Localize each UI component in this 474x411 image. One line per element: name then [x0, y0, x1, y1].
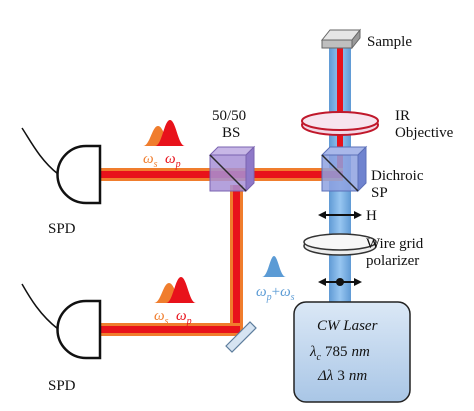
laser-bw-prefix: Δλ — [317, 368, 334, 384]
raman-pulses-top — [143, 120, 185, 146]
wire-grid-label-2: polarizer — [366, 253, 419, 269]
raman-beam-bottom-edge — [100, 323, 240, 326]
h-label: H — [366, 208, 377, 224]
sample-label: Sample — [367, 34, 412, 50]
raman-pulses-bottom — [154, 277, 196, 303]
pump-pulse — [262, 256, 286, 277]
bottom-omega-s: ωs — [154, 308, 169, 327]
laser-label-1: CW Laser — [317, 318, 378, 334]
objective-label-1: IR — [395, 108, 410, 124]
lambda-sub: c — [317, 352, 322, 363]
polarization-dot-arrow — [318, 278, 362, 286]
laser-wl-unit: nm — [351, 344, 370, 360]
top-omega-p: ωp — [165, 151, 181, 170]
raman-beam-bottom — [100, 326, 240, 333]
dichroic-label-2: SP — [371, 185, 388, 201]
sample — [320, 28, 362, 50]
spd-detector-bottom — [21, 283, 102, 360]
dichroic-sp — [320, 145, 368, 193]
pump-plus-stokes-label: ωp+ωs — [256, 284, 295, 303]
dichroic-label-1: Dichroic — [371, 168, 424, 184]
laser-bw-unit: nm — [349, 368, 368, 384]
wire-grid-polarizer — [303, 233, 377, 256]
bs-label-2: BS — [222, 125, 240, 141]
ir-objective — [301, 111, 379, 136]
raman-beam-vertical-edge — [230, 185, 233, 333]
raman-beam-vertical — [233, 185, 240, 333]
raman-beam-sample — [337, 44, 343, 174]
lambda-symbol: λ — [309, 344, 317, 360]
cw-laser — [293, 301, 411, 403]
beam-splitter — [208, 145, 256, 193]
laser-wl-value: 785 — [325, 344, 348, 360]
h-polarization-arrow — [318, 211, 362, 219]
fold-mirror — [225, 321, 257, 353]
spd-detector-top — [21, 127, 102, 205]
top-omega-s: ωs — [143, 151, 158, 170]
raman-beam-bottom-edge2 — [100, 333, 240, 336]
laser-bw-value: 3 — [337, 368, 345, 384]
wire-grid-label-1: Wire grid — [366, 236, 424, 252]
raman-beam-vertical-edge2 — [240, 185, 243, 333]
objective-label-2: Objective — [395, 125, 454, 141]
bottom-omega-p: ωp — [176, 308, 192, 327]
spd-bottom-label: SPD — [48, 378, 76, 394]
spd-top-label: SPD — [48, 221, 76, 237]
bs-label-1: 50/50 — [212, 108, 246, 124]
